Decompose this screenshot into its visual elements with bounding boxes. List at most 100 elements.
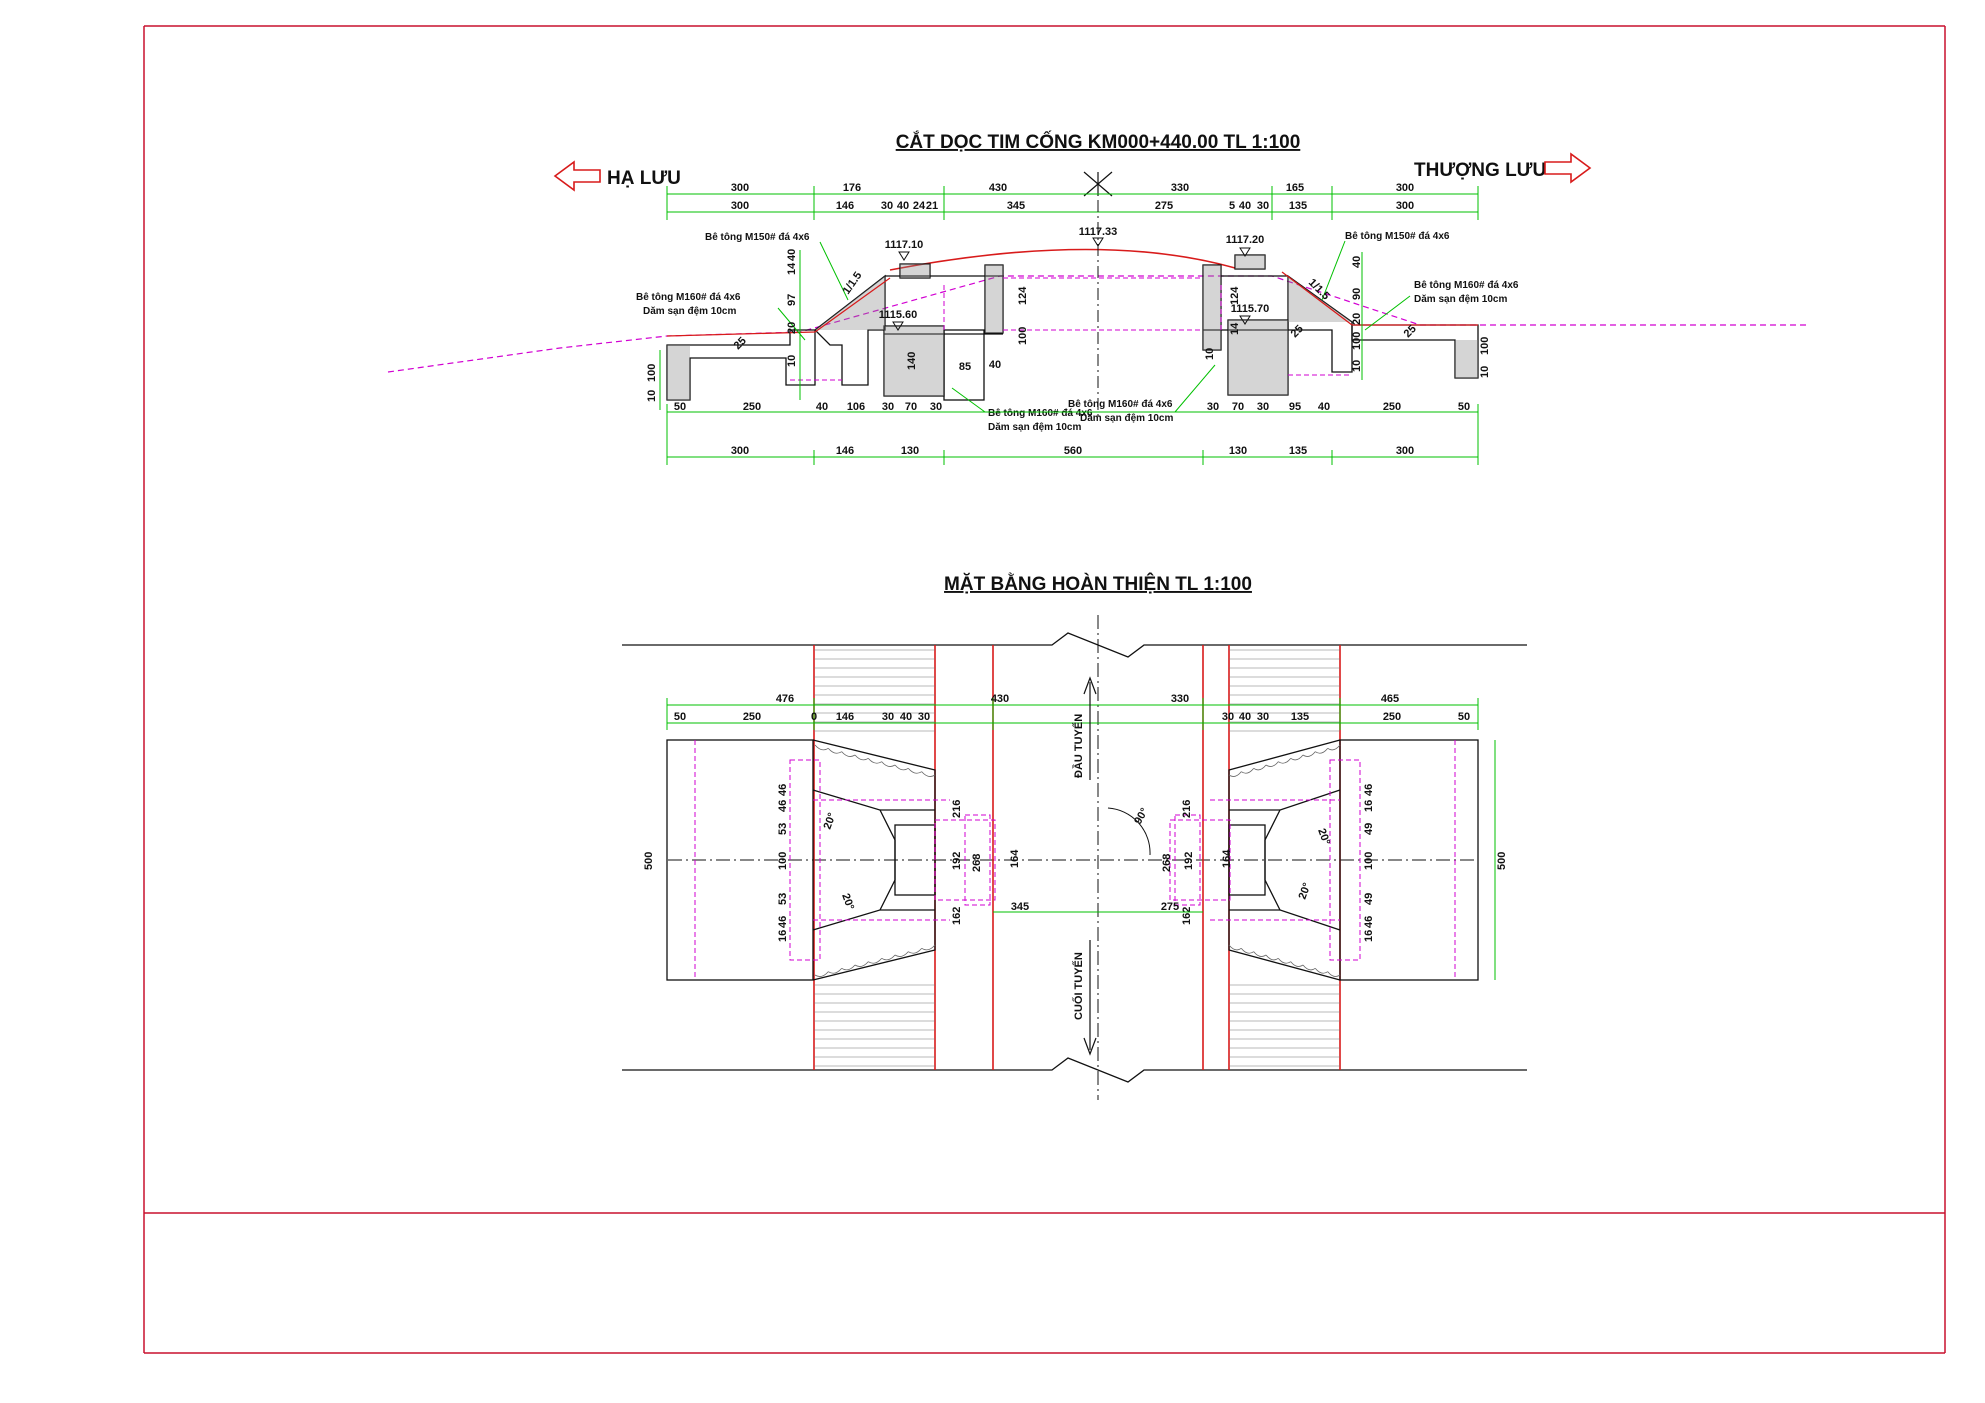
note-m160-center-1: Bê tông M160# đá 4x6 — [988, 408, 1093, 419]
pt2-2: 0 — [811, 711, 817, 723]
dir-top: ĐẦU TUYẾN — [1072, 714, 1085, 778]
db2-0: 300 — [731, 445, 749, 457]
vl-4: 10 — [786, 355, 798, 367]
pir-1: 268 — [1161, 854, 1173, 872]
rs-1: 16 — [1363, 800, 1375, 812]
elevation-marker-left-low-icon — [892, 321, 904, 331]
dim-top2-0: 300 — [731, 200, 749, 212]
dim-top2-12: 300 — [1396, 200, 1414, 212]
len-right: 275 — [1161, 901, 1179, 913]
dim-top2-4: 24 — [913, 200, 926, 212]
right-head-structure — [1202, 254, 1479, 396]
len-left: 345 — [1011, 901, 1029, 913]
vr-3: 100 — [1351, 332, 1363, 350]
note-m160-right-1: Bê tông M160# đá 4x6 — [1414, 280, 1519, 291]
upstream-label: THƯỢNG LƯU — [1414, 160, 1546, 181]
pt2-7: 30 — [1222, 711, 1234, 723]
db1-6: 30 — [930, 401, 942, 413]
angle-left-bottom: 20° — [839, 892, 856, 912]
db2-1: 146 — [836, 445, 854, 457]
vl-0: 40 — [786, 249, 798, 261]
rs-5: 46 — [1363, 916, 1375, 928]
section-vertical-dims-left — [659, 250, 801, 410]
note-m160-left-1: Bê tông M160# đá 4x6 — [636, 292, 741, 303]
road-crown-line — [889, 248, 1236, 271]
note-m160-right-2: Dăm sạn đệm 10cm — [1414, 294, 1507, 305]
dim-top2-3: 40 — [897, 200, 909, 212]
small-25-a: 25 — [732, 335, 749, 352]
note-m150-left: Bê tông M150# đá 4x6 — [705, 232, 810, 243]
pt1-2: 330 — [1171, 693, 1189, 705]
dim-top1-3: 330 — [1171, 182, 1189, 194]
elev-right: 1117.20 — [1226, 234, 1265, 246]
ls-6: 16 — [777, 930, 789, 942]
db1-7: 30 — [1207, 401, 1219, 413]
natural-ground-line — [387, 275, 1810, 373]
vl-5: 100 — [646, 364, 658, 382]
north-marker-icon — [1083, 171, 1113, 197]
rs-0: 46 — [1363, 784, 1375, 796]
elev-left-low: 1115.60 — [879, 309, 918, 321]
pt2-6: 30 — [918, 711, 930, 723]
note-leader-lines — [777, 240, 1411, 413]
dim-top1-5: 300 — [1396, 182, 1414, 194]
dim-top1-4: 165 — [1286, 182, 1304, 194]
pt2-5: 40 — [900, 711, 912, 723]
vl-6: 10 — [646, 390, 658, 402]
dim-top2-11: 135 — [1289, 200, 1307, 212]
pil-2: 268 — [971, 854, 983, 872]
dim-top1-0: 300 — [731, 182, 749, 194]
pt2-0: 50 — [674, 711, 686, 723]
db1-13: 50 — [1458, 401, 1470, 413]
angle-right-bottom: 20° — [1297, 881, 1314, 901]
pt1-0: 476 — [776, 693, 794, 705]
db1-2: 40 — [816, 401, 828, 413]
dir-bottom: CUỐI TUYẾN — [1071, 952, 1085, 1020]
dim-top2-1: 146 — [836, 200, 854, 212]
right-hidden-plan — [1169, 740, 1456, 980]
dim-top2-8: 5 — [1229, 200, 1235, 212]
db1-9: 30 — [1257, 401, 1269, 413]
right-stack-dims: 46 16 49 100 49 46 16 — [1363, 784, 1375, 942]
db2-2: 130 — [901, 445, 919, 457]
il-0: 124 — [1017, 286, 1029, 305]
ls-4: 53 — [777, 893, 789, 905]
pil-4: 162 — [951, 907, 963, 925]
section-title: CẮT DỌC TIM CỐNG KM000+440.00 TL 1:100 — [896, 131, 1301, 153]
elevation-marker-left-icon — [898, 251, 910, 261]
dim-top1-2: 430 — [989, 182, 1007, 194]
section-top-dimension-lines — [666, 186, 1479, 220]
sheet-frame — [143, 25, 1946, 1354]
left-head-structure — [666, 263, 1004, 401]
vl-3: 20 — [786, 322, 798, 334]
left-hatch — [667, 264, 1003, 400]
longitudinal-section: CẮT DỌC TIM CỐNG KM000+440.00 TL 1:100 H… — [387, 131, 1810, 465]
ls-2: 53 — [777, 823, 789, 835]
slope-left: 1/1.5 — [841, 270, 865, 297]
rs-4: 49 — [1363, 893, 1375, 905]
downstream-label: HẠ LƯU — [607, 168, 681, 189]
ir-0: 124 — [1229, 286, 1241, 305]
db1-1: 250 — [743, 401, 761, 413]
il-2: 140 — [906, 352, 918, 370]
vr-2: 20 — [1351, 313, 1363, 325]
il-4: 40 — [989, 359, 1001, 371]
ir-1: 14 — [1229, 322, 1241, 335]
ls-5: 46 — [777, 916, 789, 928]
pt1-1: 430 — [991, 693, 1009, 705]
db1-10: 95 — [1289, 401, 1301, 413]
vr-1: 90 — [1351, 288, 1363, 300]
vr-0: 40 — [1351, 256, 1363, 268]
note-m150-right: Bê tông M150# đá 4x6 — [1345, 231, 1450, 242]
pir-0: 216 — [1181, 800, 1193, 818]
pitching-scallop — [1228, 744, 1341, 777]
right-wingwall — [1228, 739, 1479, 981]
left-slope-line — [666, 277, 891, 337]
pir-3: 164 — [1221, 849, 1233, 868]
angle-left-top: 20° — [822, 811, 839, 831]
plan-view: MẶT BẰNG HOÀN THIỆN TL 1:100 — [622, 573, 1527, 1100]
db1-5: 70 — [905, 401, 917, 413]
section-bottom-dims-1: 50 250 40 106 30 70 30 30 70 30 95 40 25… — [674, 401, 1470, 413]
vr-4: 10 — [1351, 360, 1363, 372]
